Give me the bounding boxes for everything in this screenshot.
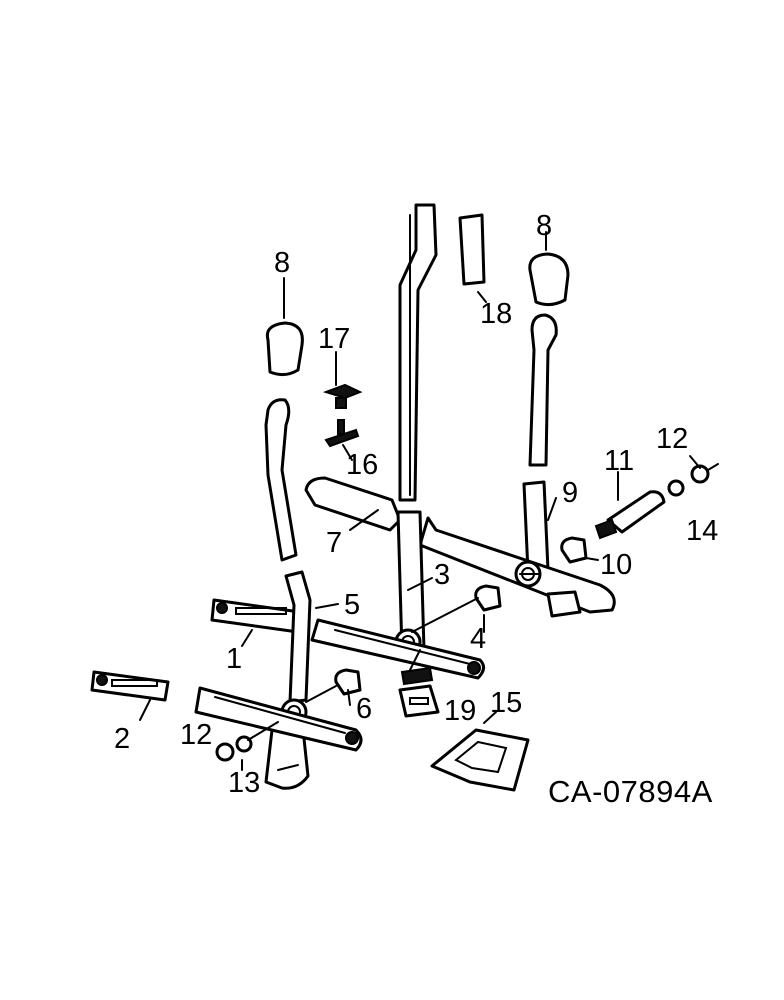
part-left-lever-upper [264, 398, 298, 562]
callout-2: 2 [114, 723, 130, 755]
callout-14: 14 [686, 515, 718, 547]
figure-reference: CA-07894A [548, 774, 713, 809]
callout-1: 1 [226, 643, 242, 675]
callout-17: 17 [318, 323, 350, 355]
callout-6: 6 [356, 693, 372, 725]
part-slotted-bar-lower [194, 686, 363, 752]
part-bushing-4 [474, 584, 502, 612]
part-knob-right [528, 252, 570, 307]
part-clip [324, 419, 360, 448]
callout-8-right: 8 [536, 210, 552, 242]
part-plate-15 [430, 728, 530, 792]
callout-13: 13 [228, 767, 260, 799]
callout-19: 19 [444, 695, 476, 727]
part-pad-19 [398, 666, 440, 718]
callout-5: 5 [344, 589, 360, 621]
part-right-lever [528, 313, 558, 467]
callout-8-left: 8 [274, 247, 290, 279]
part-washer-left [215, 735, 253, 762]
part-bracket-2 [90, 670, 170, 702]
part-washer-right [667, 463, 719, 497]
part-bushing-6 [334, 668, 362, 696]
part-grip [458, 213, 486, 286]
callout-18: 18 [480, 298, 512, 330]
callout-12-right: 12 [656, 423, 688, 455]
callout-labels: 8 8 17 16 18 11 12 14 9 10 7 3 4 5 1 2 6… [114, 210, 718, 799]
part-plate-7 [304, 476, 402, 532]
part-bushing-10 [560, 536, 588, 564]
callout-10: 10 [600, 549, 632, 581]
part-right-lever-lower [418, 480, 616, 618]
callout-4: 4 [470, 623, 486, 655]
part-bracket-1 [210, 598, 302, 634]
callout-7: 7 [326, 527, 342, 559]
callout-11: 11 [604, 445, 634, 477]
callout-9: 9 [562, 477, 578, 509]
callout-16: 16 [346, 449, 378, 481]
part-left-lever-lower [264, 570, 312, 790]
leader-lines [139, 231, 701, 771]
part-slotted-bar-center [310, 618, 485, 680]
callout-12-left: 12 [180, 719, 212, 751]
callout-3: 3 [434, 559, 450, 591]
part-knob-left [265, 321, 304, 377]
part-center-lever [398, 203, 438, 502]
callout-15: 15 [490, 687, 522, 719]
part-pin-11 [594, 490, 666, 540]
part-wing-nut [322, 383, 363, 409]
